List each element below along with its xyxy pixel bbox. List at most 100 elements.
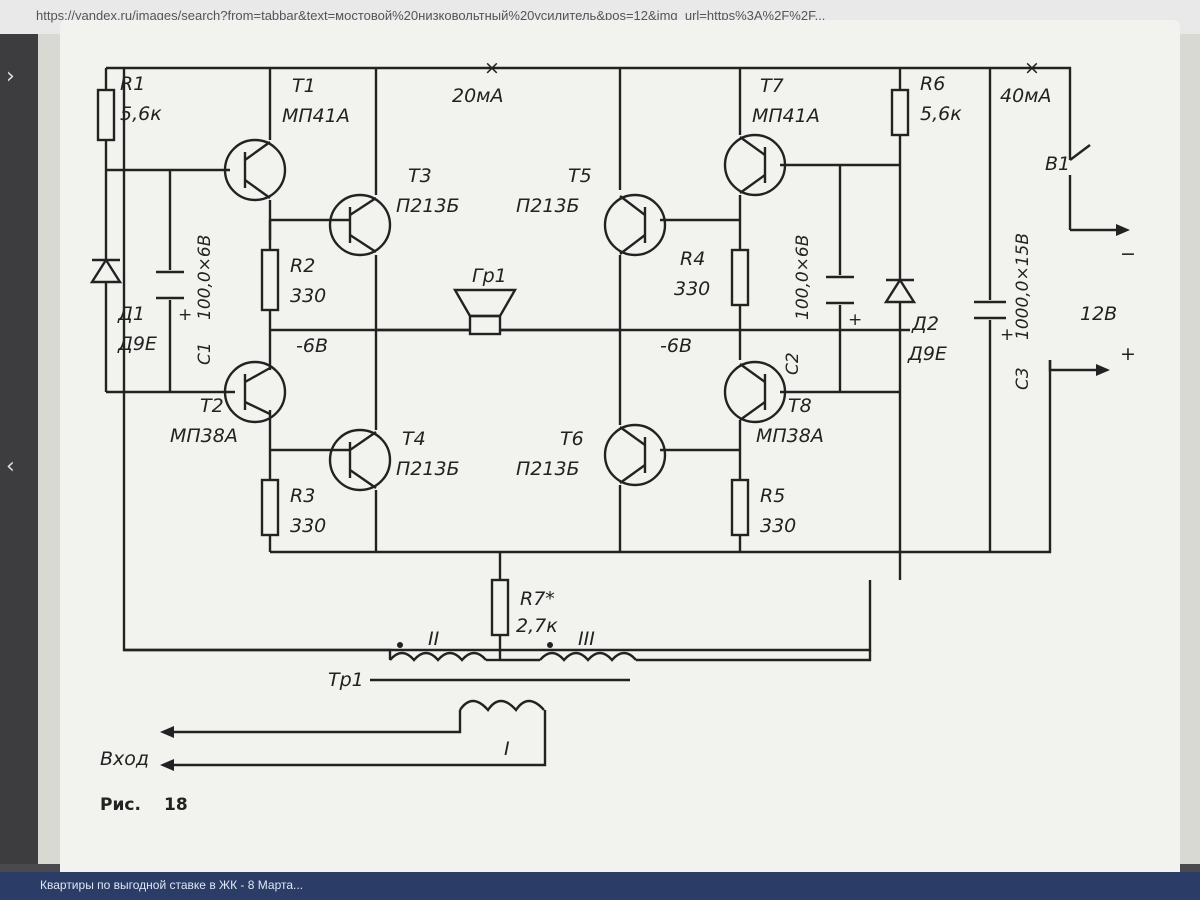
r5-name: R5 xyxy=(760,485,785,507)
transistor-t6 xyxy=(603,423,667,487)
transistor-t3 xyxy=(328,193,392,257)
diode-d2 xyxy=(883,277,917,304)
circuit-schematic: + + + xyxy=(89,57,1136,815)
t1-value: МП41А xyxy=(282,105,350,127)
winding-i-label: I xyxy=(504,738,510,760)
t5-value: П213Б xyxy=(516,195,580,217)
transistor-t4 xyxy=(328,428,392,492)
resistor-r4 xyxy=(730,248,750,307)
r5-value: 330 xyxy=(760,515,796,537)
input-arrow-icon xyxy=(160,726,174,738)
break-mark-left: × xyxy=(484,57,500,79)
r1-value: 5,6к xyxy=(120,103,162,125)
transistor-t5 xyxy=(603,193,667,257)
resistor-r7 xyxy=(490,578,510,637)
r3-value: 330 xyxy=(290,515,326,537)
taskbar-text[interactable]: Квартиры по выгодной ставке в ЖК - 8 Мар… xyxy=(40,878,304,892)
voltage-left-label: -6В xyxy=(296,335,328,357)
winding-i xyxy=(459,699,545,712)
r2-value: 330 xyxy=(290,285,326,307)
t3-value: П213Б xyxy=(396,195,460,217)
winding-ii-label: II xyxy=(428,628,440,650)
input-arrow-icon xyxy=(160,759,174,771)
resistor-r2 xyxy=(260,248,280,312)
t7-value: МП41А xyxy=(752,105,820,127)
d2-name: Д2 xyxy=(911,313,939,335)
url-text[interactable]: https://yandex.ru/images/search?from=tab… xyxy=(36,8,826,23)
resistor-r1 xyxy=(96,88,116,142)
d1-name: Д1 xyxy=(117,303,145,325)
t7-name: Т7 xyxy=(760,75,784,97)
c2-name: С2 xyxy=(783,352,803,375)
resistors xyxy=(96,88,910,637)
switch-label: В1 xyxy=(1045,153,1070,175)
resistor-r5 xyxy=(730,478,750,537)
winding-ii xyxy=(389,651,487,662)
r6-name: R6 xyxy=(920,73,945,95)
t8-name: Т8 xyxy=(788,395,812,417)
c3-name: С3 xyxy=(1013,367,1033,390)
resistor-r3 xyxy=(260,478,280,537)
r4-name: R4 xyxy=(680,248,705,270)
t1-name: Т1 xyxy=(292,75,316,97)
transformer-label: Тр1 xyxy=(328,669,364,691)
r3-name: R3 xyxy=(290,485,315,507)
r7-name: R7* xyxy=(520,588,555,610)
current-left-label: 20мА xyxy=(452,85,504,107)
t3-name: Т3 xyxy=(408,165,432,187)
r2-name: R2 xyxy=(290,255,315,277)
transistor-t1 xyxy=(223,138,287,202)
t4-name: Т4 xyxy=(402,428,426,450)
capacitors: + + + xyxy=(156,270,1014,345)
t8-value: МП38А xyxy=(756,425,824,447)
t2-value: МП38А xyxy=(170,425,238,447)
transistor-t8 xyxy=(723,360,787,424)
transistor-t2 xyxy=(223,360,287,424)
speaker-label: Гр1 xyxy=(472,265,507,287)
resistor-r6 xyxy=(890,88,910,137)
figure-caption-number: 18 xyxy=(164,795,188,815)
winding-iii xyxy=(539,651,637,662)
previous-image-icon[interactable]: ‹ xyxy=(6,454,15,479)
voltage-right-label: -6В xyxy=(660,335,692,357)
c2-value: 100,0×6В xyxy=(793,235,813,320)
transistor-t7 xyxy=(723,133,787,197)
current-right-label: 40мА xyxy=(1000,85,1052,107)
t6-name: Т6 xyxy=(560,428,584,450)
c1-name: С1 xyxy=(195,342,215,365)
d2-value: Д9Е xyxy=(907,343,947,365)
c1-value: 100,0×6В xyxy=(195,235,215,320)
schematic-page: + + + xyxy=(60,20,1180,880)
supply-minus-arrow-icon xyxy=(1116,224,1130,236)
supply-plus-sign: + xyxy=(1120,343,1136,365)
c1-plus-sign: + xyxy=(178,305,192,325)
c3-plus-sign: + xyxy=(1000,325,1014,345)
t5-name: Т5 xyxy=(568,165,592,187)
input-label: Вход xyxy=(100,748,149,770)
d1-value: Д9Е xyxy=(117,333,157,355)
c2-plus-sign: + xyxy=(848,310,862,330)
t2-name: Т2 xyxy=(200,395,224,417)
speaker-gr1 xyxy=(452,288,518,336)
c3-value: 1000,0×15В xyxy=(1013,233,1033,340)
taskbar: Квартиры по выгодной ставке в ЖК - 8 Мар… xyxy=(0,872,1200,900)
r1-name: R1 xyxy=(120,73,145,95)
diode-d1 xyxy=(89,257,123,284)
supply-minus-sign: − xyxy=(1120,243,1136,265)
side-arrow-icon[interactable]: › xyxy=(6,64,15,89)
transistors xyxy=(223,133,787,492)
supply-plus-arrow-icon xyxy=(1096,364,1110,376)
r6-value: 5,6к xyxy=(920,103,962,125)
figure-caption-prefix: Рис. xyxy=(100,795,141,815)
t4-value: П213Б xyxy=(396,458,460,480)
break-mark-right: × xyxy=(1024,57,1040,79)
diodes xyxy=(89,257,917,304)
transformer-tr1 xyxy=(124,642,872,712)
left-edge-panel: › ‹ xyxy=(0,34,38,864)
winding-iii-label: III xyxy=(578,628,595,650)
r4-value: 330 xyxy=(674,278,710,300)
supply-voltage-label: 12В xyxy=(1080,303,1117,325)
r7-value: 2,7к xyxy=(516,615,558,637)
t6-value: П213Б xyxy=(516,458,580,480)
labels: 20мА 40мА -6В -6В 12В − + В1 Гр1 Вход Тр… xyxy=(100,73,1136,815)
